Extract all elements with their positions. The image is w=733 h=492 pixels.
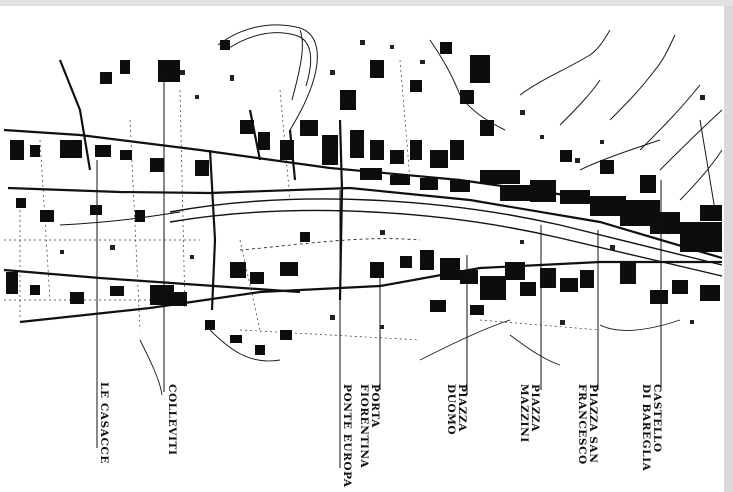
scattered-buildings [60, 40, 705, 329]
label-le-casacce: LE CASACCE [98, 382, 110, 464]
label-piazza-duomo: PIAZZA DUOMO [445, 384, 468, 436]
south-slope-lines [139, 319, 681, 396]
label-ponte-europa: PONTE EUROPA [341, 384, 353, 488]
label-castello-di-bareglia: CASTELLO DI BAREGLIA [640, 384, 663, 472]
label-piazza-san-francesco: PIAZZA SAN FRANCESCO [576, 384, 599, 465]
paper-edge-shadow [724, 0, 733, 492]
label-piazza-mazzini: PIAZZA MAZZINI [518, 384, 541, 443]
label-colleviti: COLLEVITI [166, 384, 178, 456]
hill-contours [217, 24, 723, 211]
label-porta-fiorentina: PORTA FIORENTINA [358, 384, 381, 469]
river [59, 198, 723, 277]
label-leader-lines [96, 75, 662, 468]
building-blocks [6, 40, 722, 355]
